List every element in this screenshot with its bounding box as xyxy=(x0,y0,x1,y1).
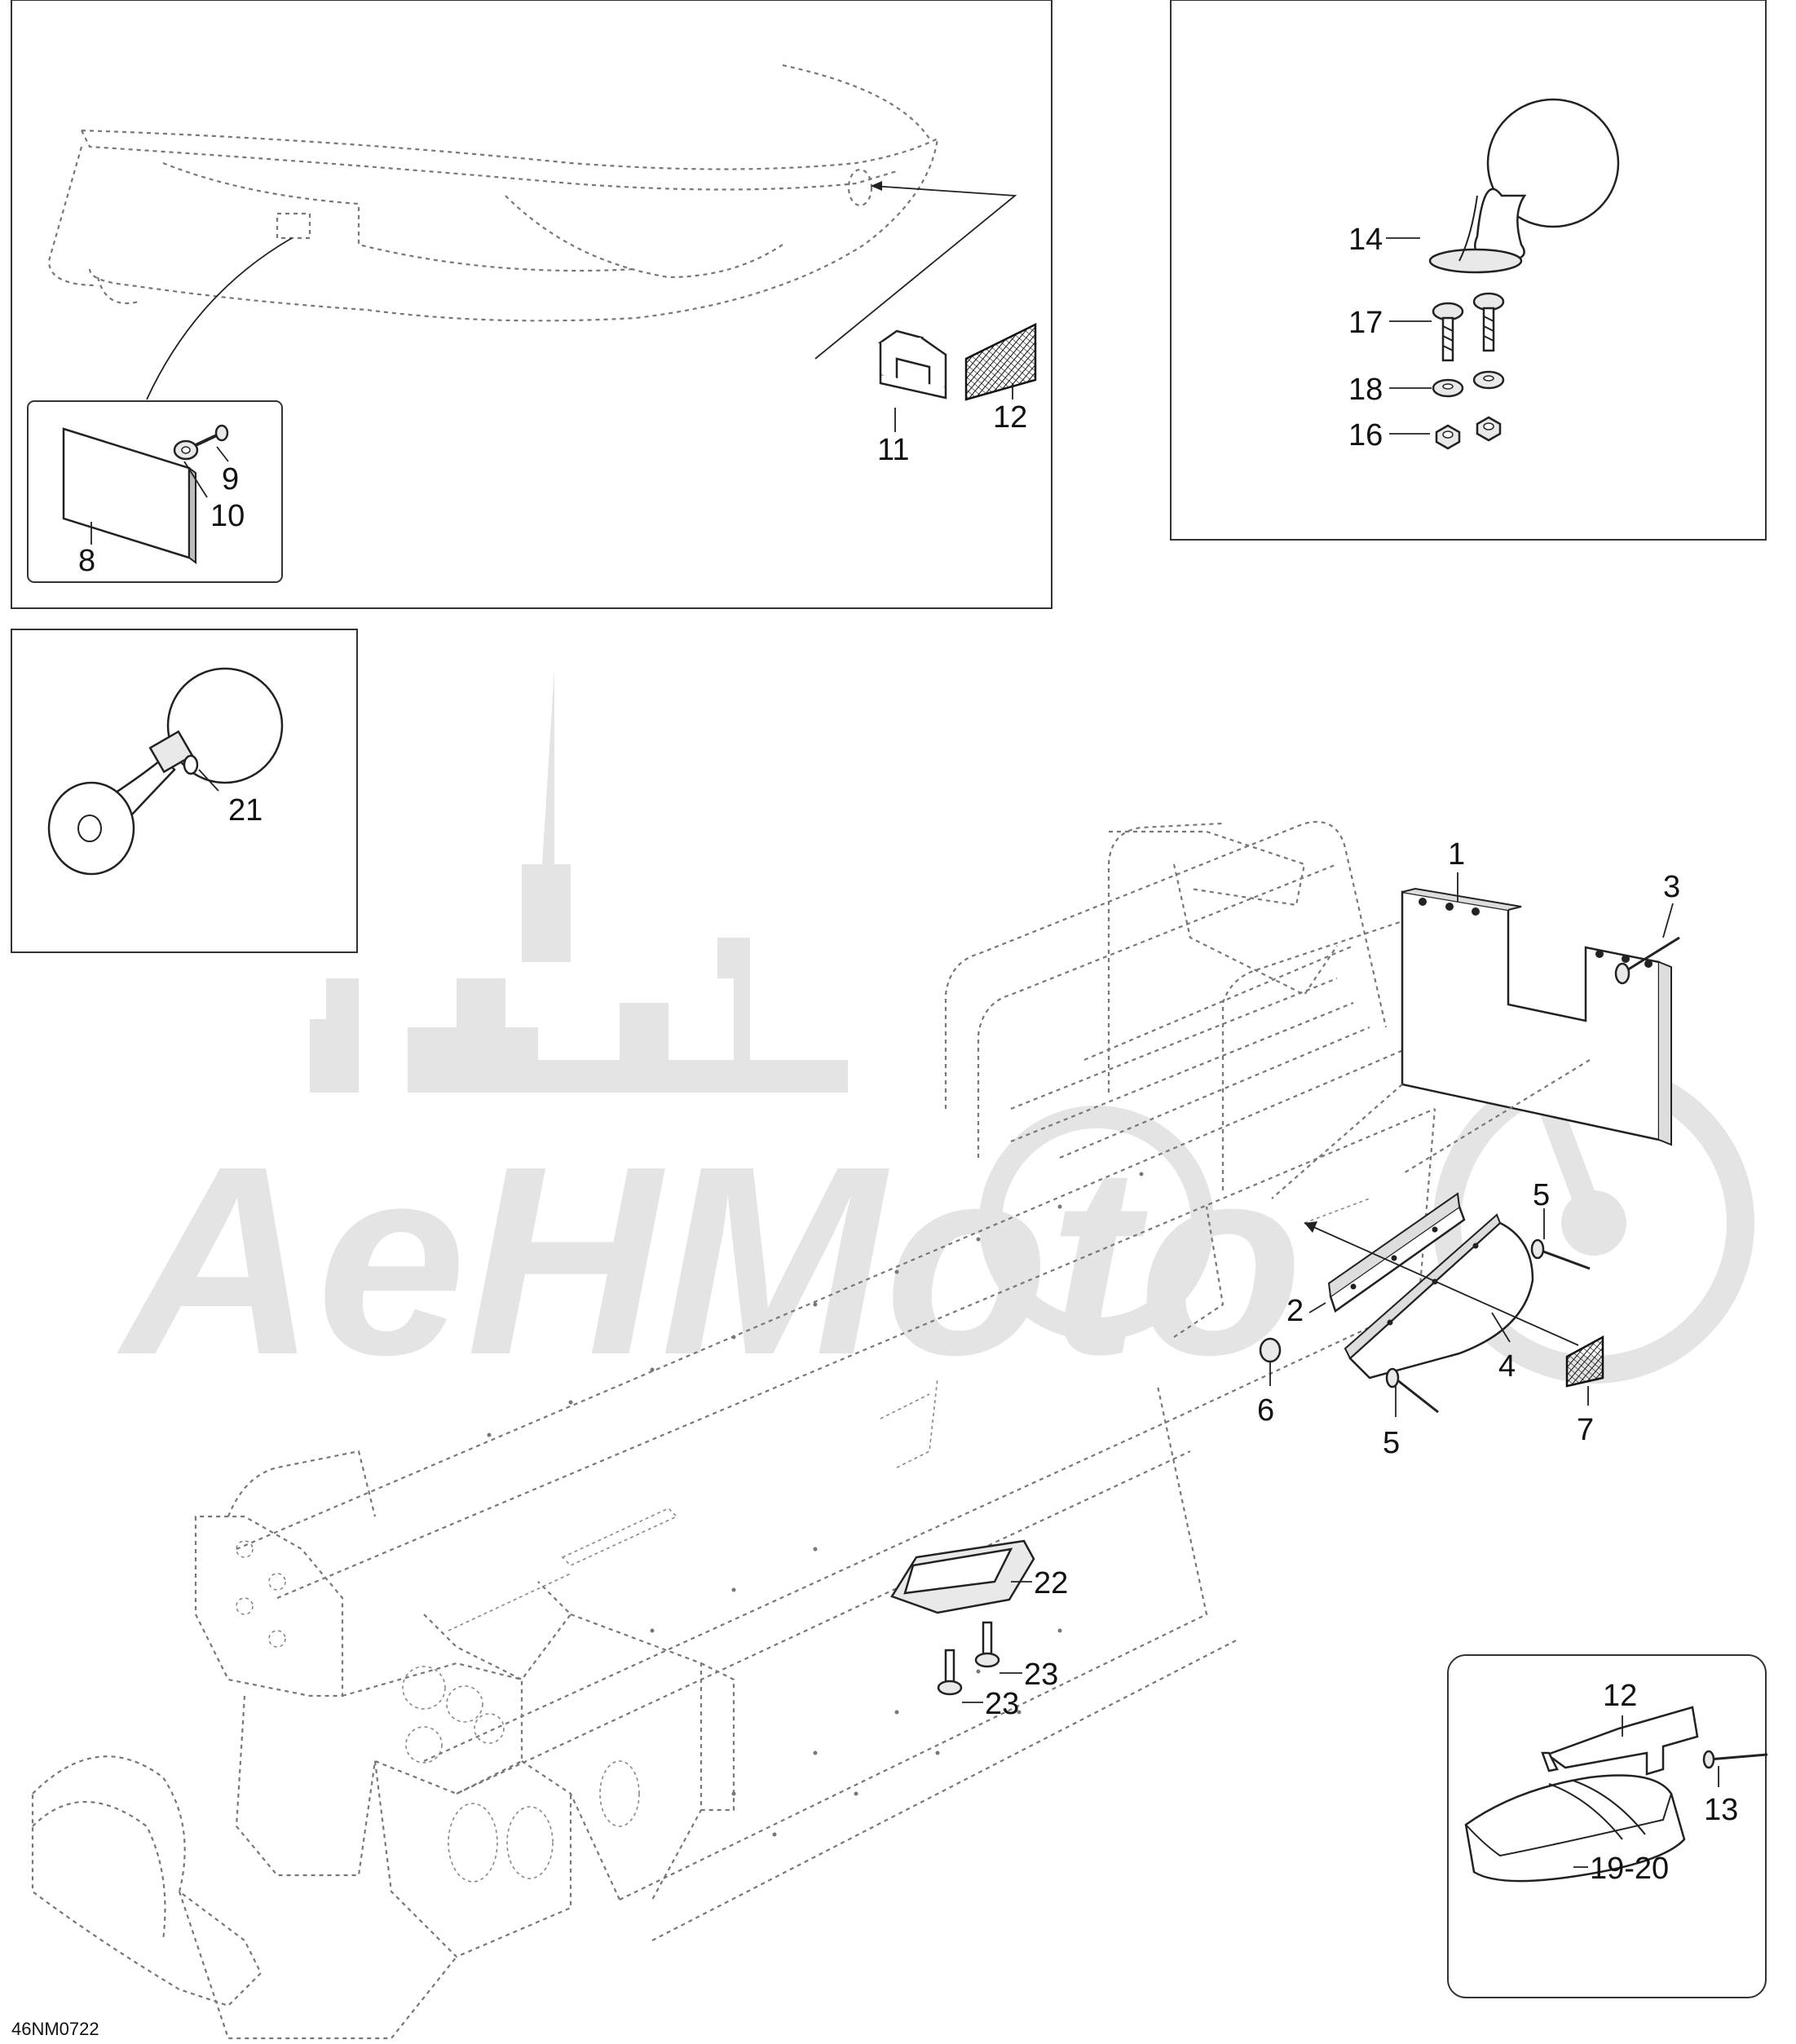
callout-21: 21 xyxy=(228,793,263,828)
screw-17-group xyxy=(1432,292,1505,362)
snowflap-assembly: 1 3 2 5 4 6 5 7 xyxy=(1257,837,1680,1460)
panel-mirror: 14 17 18 16 xyxy=(1170,0,1767,541)
callout-23-lower: 23 xyxy=(985,1687,1019,1721)
callout-8: 8 xyxy=(78,544,95,578)
callout-15: 14 xyxy=(1348,223,1383,257)
callout-22: 22 xyxy=(1034,1566,1068,1600)
callout-10: 10 xyxy=(210,499,245,533)
callout-4: 4 xyxy=(1498,1349,1516,1384)
callout-2: 2 xyxy=(1286,1294,1304,1328)
callout-9: 9 xyxy=(222,462,239,497)
callout-5-lower: 5 xyxy=(1383,1426,1400,1460)
callout-18: 18 xyxy=(1348,373,1383,407)
callout-16: 16 xyxy=(1348,418,1383,453)
watermark-text: AeHMoto xyxy=(114,1110,1303,1410)
callout-3: 3 xyxy=(1663,870,1680,904)
footrest-assembly: 22 23 23 xyxy=(890,1539,1068,1721)
diagram-code: 46NM0722 xyxy=(11,2019,99,2039)
callout-19-20: 19-20 xyxy=(1590,1852,1669,1886)
callout-7: 7 xyxy=(1577,1413,1594,1447)
callout-6: 6 xyxy=(1257,1393,1274,1428)
callout-1: 1 xyxy=(1448,837,1465,872)
panel-horn: 21 xyxy=(11,629,358,953)
callout-11: 11 xyxy=(877,433,909,467)
callout-23-upper: 23 xyxy=(1024,1658,1058,1692)
callout-13: 12 xyxy=(1603,1679,1637,1713)
callout-14: 13 xyxy=(1704,1793,1738,1827)
panel-reflectors: 8 9 10 11 12 xyxy=(11,0,1052,609)
callout-12: 12 xyxy=(993,400,1027,435)
callout-5-upper: 5 xyxy=(1533,1178,1550,1212)
callout-17: 17 xyxy=(1348,306,1383,340)
chassis-tunnel xyxy=(31,820,1436,2040)
panel-toolkit: 12 13 19-20 xyxy=(1447,1654,1768,1998)
